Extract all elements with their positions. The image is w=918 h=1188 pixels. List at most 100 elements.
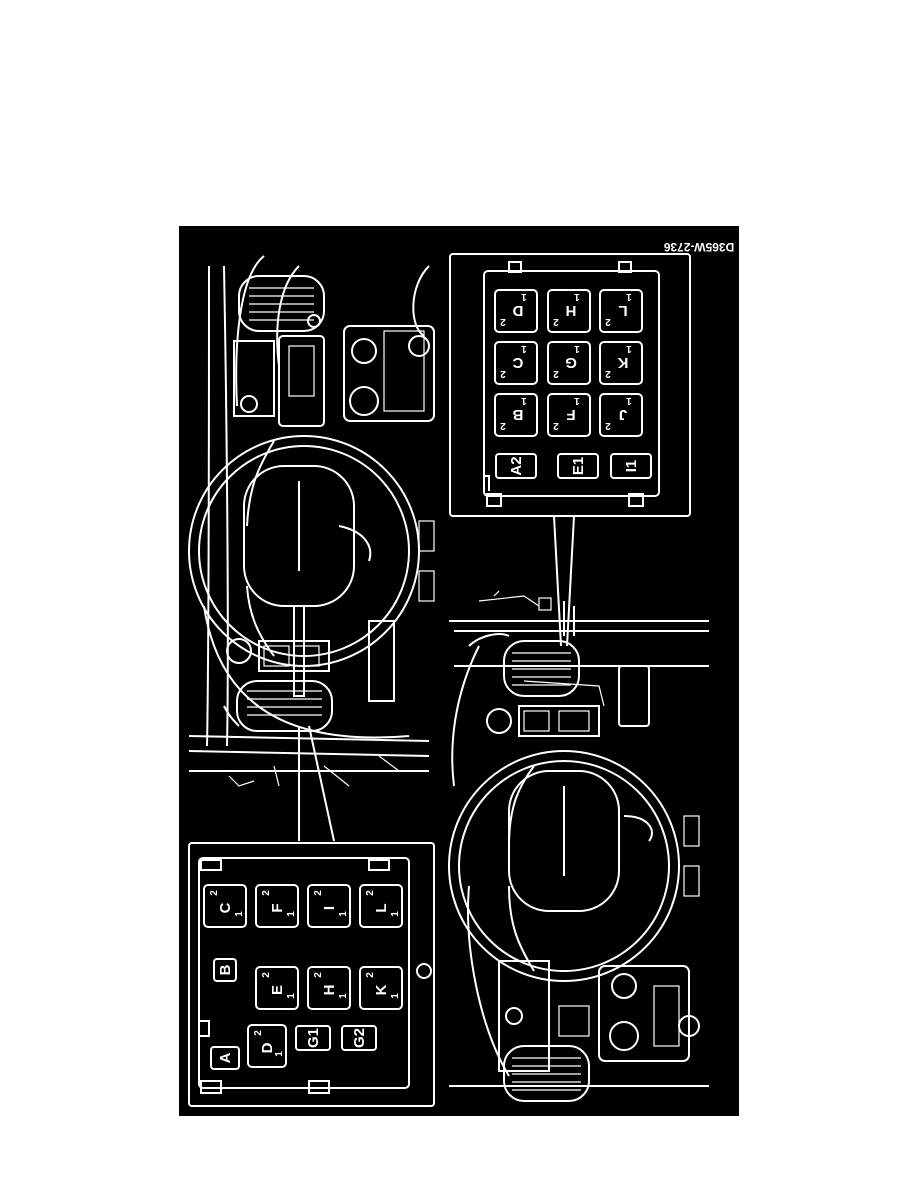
fuse-pin-1: 1: [574, 343, 580, 354]
fuse-pin-1: 1: [274, 1051, 285, 1057]
fuse-letter: H: [566, 302, 577, 319]
lower-fuse_box-fuse-k: K1 2: [359, 966, 403, 1010]
fuse-pin-2: 2: [553, 420, 559, 431]
upper-fuse_box-fuse-d: D12: [494, 289, 538, 333]
fuse-pin-2: 2: [500, 368, 506, 379]
fuse-pin-2: 2: [365, 890, 376, 896]
fuse-pin-2: 2: [261, 890, 272, 896]
fuse-pin-1: 1: [626, 291, 632, 302]
fuse-outline: [359, 966, 403, 1010]
lower-fuse_box-relay-g2: G2: [341, 1025, 377, 1051]
relay-outline: [210, 1046, 240, 1070]
relay-label: B: [217, 964, 234, 975]
relay-outline: [495, 453, 537, 479]
relay-label: E1: [570, 457, 587, 475]
fuse-letter: G: [565, 354, 577, 371]
fuse-letter: K: [617, 354, 628, 371]
fuse-pin-1: 1: [626, 343, 632, 354]
lower-fuse_box-fuse-l: L1 2: [359, 884, 403, 928]
lower-fuse_box-fuse-c: C1 2: [203, 884, 247, 928]
fuse-letter: L: [373, 903, 390, 912]
fuse-pin-1: 1: [574, 395, 580, 406]
lower-fuse-box: [188, 842, 435, 1107]
fuse-outline: [255, 884, 299, 928]
upper-fuse_box-fuse-k: K12: [599, 341, 643, 385]
upper-fuse_box-fuse-f: F1 2: [547, 393, 591, 437]
fuse-pin-1: 1: [390, 993, 401, 999]
fuse-letter: F: [269, 903, 286, 912]
fuse-pin-2: 2: [500, 316, 506, 327]
relay-outline: [341, 1025, 377, 1051]
fuse-letter: I: [321, 906, 338, 910]
fuse-location-diagram: D365W-2736: [179, 226, 739, 1116]
fuse-letter: H: [321, 985, 338, 996]
relay-label: G1: [305, 1028, 322, 1048]
fuse-pin-1: 1: [286, 911, 297, 917]
fuse-pin-2: 2: [253, 1030, 264, 1036]
fuse-outline: [203, 884, 247, 928]
relay-label: I1: [623, 460, 640, 473]
upper-fuse_box-fuse-l: L12: [599, 289, 643, 333]
lower-fuse_box-fuse-d: D1 2: [247, 1024, 287, 1068]
fuse-pin-1: 1: [390, 911, 401, 917]
lower-fuse_box-fuse-h: H1 2: [307, 966, 351, 1010]
upper-fuse_box-fuse-b: B12: [494, 393, 538, 437]
lower-fuse_box-relay-a: A: [210, 1046, 240, 1070]
fuse-outline: [599, 289, 643, 333]
relay-label: A2: [508, 456, 525, 475]
fuse-outline: [599, 393, 643, 437]
fuse-pin-2: 2: [553, 316, 559, 327]
upper-fuse-box: [449, 253, 691, 517]
fuse-pin-1: 1: [286, 993, 297, 999]
lower-fuse_box-relay-g1: G1: [295, 1025, 331, 1051]
fuse-letter: D: [259, 1042, 276, 1053]
lower-fuse_box-fuse-i: I1 2: [307, 884, 351, 928]
left-dashboard-illustration: [188, 255, 435, 842]
upper-fuse_box-fuse-j: J12: [599, 393, 643, 437]
fuse-pin-2: 2: [261, 972, 272, 978]
fuse-pin-1: 1: [574, 291, 580, 302]
fuse-pin-2: 2: [605, 420, 611, 431]
figure-code: D365W-2736: [663, 240, 734, 254]
fuse-pin-2: 2: [313, 972, 324, 978]
fuse-pin-1: 1: [234, 911, 245, 917]
upper-fuse_box-relay-a2: A2: [495, 453, 537, 479]
fuse-outline: [494, 393, 538, 437]
fuse-pin-1: 1: [338, 993, 349, 999]
lower-fuse_box-relay-b: B: [213, 958, 237, 982]
fuse-pin-2: 2: [365, 972, 376, 978]
fuse-outline: [255, 966, 299, 1010]
fuse-letter: F: [566, 406, 575, 423]
lower-fuse_box-fuse-f: F1 2: [255, 884, 299, 928]
upper-fuse_box-fuse-c: C12: [494, 341, 538, 385]
fuse-outline: [307, 884, 351, 928]
fuse-outline: [247, 1024, 287, 1068]
upper-fuse_box-fuse-g: G12: [547, 341, 591, 385]
lower-fuse_box-fuse-e: E12: [255, 966, 299, 1010]
fuse-outline: [494, 341, 538, 385]
fuse-outline: [547, 341, 591, 385]
relay-outline: [213, 958, 237, 982]
fuse-pin-1: 1: [521, 291, 527, 302]
fuse-pin-1: 1: [521, 395, 527, 406]
fuse-pin-2: 2: [209, 890, 220, 896]
relay-outline: [610, 453, 652, 479]
fuse-outline: [599, 341, 643, 385]
fuse-outline: [547, 289, 591, 333]
fuse-outline: [359, 884, 403, 928]
fuse-pin-1: 1: [338, 911, 349, 917]
fuse-pin-2: 2: [500, 420, 506, 431]
fuse-outline: [547, 393, 591, 437]
relay-label: G2: [351, 1028, 368, 1048]
upper-fuse_box-relay-e1: E1: [557, 453, 599, 479]
fuse-pin-1: 1: [626, 395, 632, 406]
fuse-pin-2: 2: [313, 890, 324, 896]
diagram-canvas: D365W-2736: [188, 240, 734, 1107]
fuse-pin-1: 1: [521, 343, 527, 354]
fuse-letter: C: [217, 902, 234, 913]
upper-fuse_box-fuse-h: H1 2: [547, 289, 591, 333]
fuse-outline: [307, 966, 351, 1010]
fuse-letter: K: [373, 984, 390, 995]
relay-outline: [557, 453, 599, 479]
fuse-pin-2: 2: [605, 316, 611, 327]
